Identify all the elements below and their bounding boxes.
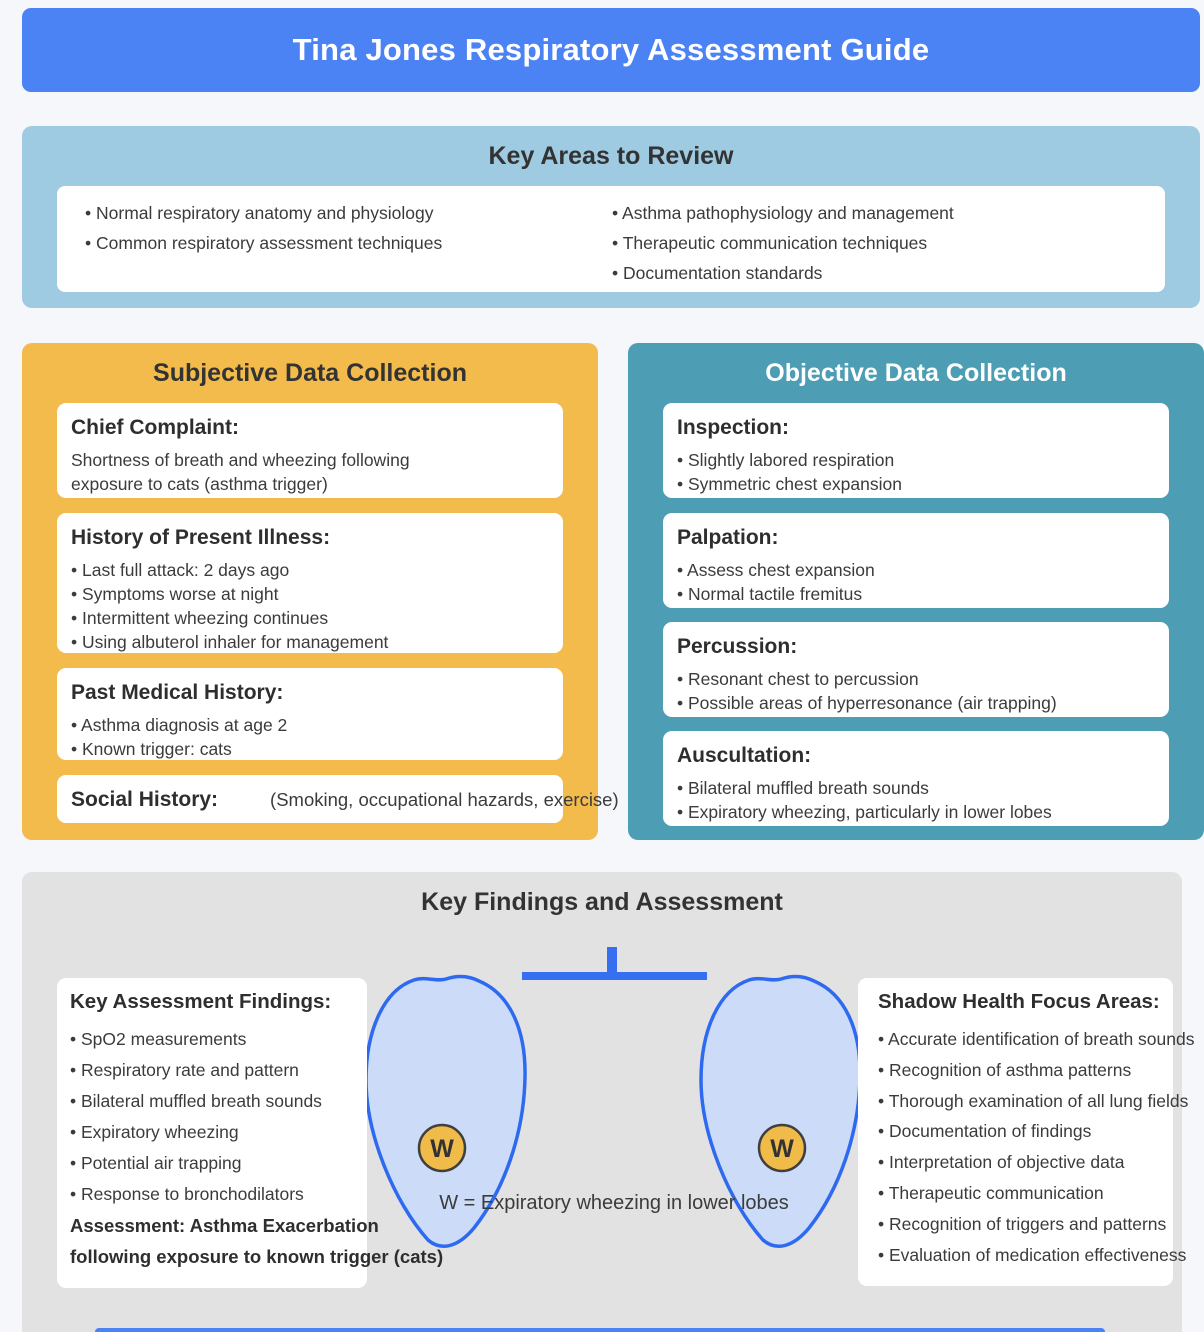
findings-title: Key Findings and Assessment bbox=[421, 888, 783, 916]
card-heading: Chief Complaint: bbox=[71, 416, 239, 439]
card-inspection: Inspection: Slightly labored respiration… bbox=[663, 403, 1169, 498]
card-heading: Inspection: bbox=[677, 416, 790, 439]
social-history-note: (Smoking, occupational hazards, exercise… bbox=[270, 789, 619, 810]
bullet-item: Possible areas of hyperresonance (air tr… bbox=[677, 691, 1155, 715]
card-bullet-list: Slightly labored respiration Symmetric c… bbox=[677, 448, 1155, 496]
card-past-medical-history: Past Medical History: Asthma diagnosis a… bbox=[57, 668, 563, 760]
bullet-item: Intermittent wheezing continues bbox=[71, 606, 549, 630]
bullet-item: Slightly labored respiration bbox=[677, 448, 1155, 472]
card-bullet-list: Asthma diagnosis at age 2 Known trigger:… bbox=[71, 713, 549, 761]
key-areas-panel: Key Areas to Review Normal respiratory a… bbox=[22, 126, 1200, 308]
card-percussion: Percussion: Resonant chest to percussion… bbox=[663, 622, 1169, 717]
trachea-icon bbox=[522, 947, 707, 980]
card-bullet-list: SpO2 measurements Respiratory rate and p… bbox=[70, 1024, 367, 1210]
bullet-item: Accurate identification of breath sounds bbox=[878, 1024, 1194, 1055]
bullet-item: Bilateral muffled breath sounds bbox=[70, 1086, 367, 1117]
bullet-item: Therapeutic communication techniques bbox=[612, 228, 1165, 258]
bullet-item: Last full attack: 2 days ago bbox=[71, 558, 549, 582]
bullet-item: Symmetric chest expansion bbox=[677, 472, 1155, 496]
findings-right-card: Shadow Health Focus Areas: Accurate iden… bbox=[858, 978, 1194, 1286]
bullet-item: Assess chest expansion bbox=[677, 558, 1155, 582]
card-heading: Percussion: bbox=[677, 635, 798, 658]
card-auscultation: Auscultation: Bilateral muffled breath s… bbox=[663, 731, 1169, 826]
bullet-item: Normal respiratory anatomy and physiolog… bbox=[85, 198, 612, 228]
bullet-item: Documentation standards bbox=[612, 258, 1165, 288]
card-heading: Shadow Health Focus Areas: bbox=[878, 990, 1160, 1013]
card-history-present-illness: History of Present Illness: Last full at… bbox=[57, 513, 563, 653]
key-areas-column-2: Asthma pathophysiology and management Th… bbox=[612, 198, 1165, 292]
objective-title: Objective Data Collection bbox=[765, 359, 1067, 387]
assessment-text-line-2: following exposure to known trigger (cat… bbox=[70, 1246, 444, 1267]
bullet-item: Recognition of triggers and patterns bbox=[878, 1209, 1173, 1240]
findings-panel: Key Findings and Assessment W W Key Asse… bbox=[22, 872, 1194, 1332]
card-chief-complaint: Chief Complaint: Shortness of breath and… bbox=[57, 403, 563, 498]
wheeze-marker-label: W bbox=[430, 1135, 454, 1163]
bullet-item: Response to bronchodilators bbox=[70, 1179, 367, 1210]
bullet-item: Resonant chest to percussion bbox=[677, 667, 1155, 691]
bullet-item: Symptoms worse at night bbox=[71, 582, 549, 606]
bullet-item: Potential air trapping bbox=[70, 1148, 367, 1179]
bullet-item: Expiratory wheezing, particularly in low… bbox=[677, 800, 1155, 824]
assessment-text-line-1: Assessment: Asthma Exacerbation bbox=[70, 1215, 379, 1236]
card-heading: Past Medical History: bbox=[71, 681, 284, 704]
card-bullet-list: Resonant chest to percussion Possible ar… bbox=[677, 667, 1155, 715]
card-heading: Auscultation: bbox=[677, 744, 812, 767]
bullet-item: Evaluation of medication effectiveness bbox=[878, 1240, 1186, 1271]
page-title: Tina Jones Respiratory Assessment Guide bbox=[292, 32, 930, 67]
wheeze-marker-right-icon: W bbox=[757, 1123, 807, 1173]
card-bullet-list: Bilateral muffled breath sounds Expirato… bbox=[677, 776, 1155, 824]
card-heading: Key Assessment Findings: bbox=[70, 990, 332, 1013]
bullet-item: Asthma diagnosis at age 2 bbox=[71, 713, 549, 737]
bullet-item: Expiratory wheezing bbox=[70, 1117, 367, 1148]
card-bullet-list: Last full attack: 2 days ago Symptoms wo… bbox=[71, 558, 549, 654]
bullet-item: Documentation of findings bbox=[878, 1116, 1173, 1147]
card-bullet-list: Assess chest expansion Normal tactile fr… bbox=[677, 558, 1155, 606]
key-areas-card: Normal respiratory anatomy and physiolog… bbox=[57, 186, 1165, 292]
bullet-item: Respiratory rate and pattern bbox=[70, 1055, 367, 1086]
bullet-item: Therapeutic communication bbox=[878, 1178, 1173, 1209]
card-bullet-list: Accurate identification of breath sounds… bbox=[878, 1024, 1194, 1271]
key-areas-title: Key Areas to Review bbox=[488, 142, 734, 170]
bullet-item: Using albuterol inhaler for management bbox=[71, 630, 549, 654]
card-social-history: Social History: (Smoking, occupational ha… bbox=[57, 775, 619, 823]
card-body: Shortness of breath and wheezing followi… bbox=[71, 450, 410, 494]
bullet-item: Interpretation of objective data bbox=[878, 1147, 1173, 1178]
bullet-item: Recognition of asthma patterns bbox=[878, 1055, 1173, 1086]
title-banner: Tina Jones Respiratory Assessment Guide bbox=[22, 8, 1200, 92]
lung-caption: W = Expiratory wheezing in lower lobes bbox=[439, 1192, 789, 1214]
bullet-item: Bilateral muffled breath sounds bbox=[677, 776, 1155, 800]
card-heading: History of Present Illness: bbox=[71, 526, 331, 549]
bullet-item: Asthma pathophysiology and management bbox=[612, 198, 1165, 228]
card-heading: Social History: bbox=[71, 788, 219, 811]
subjective-panel: Subjective Data Collection Chief Complai… bbox=[22, 343, 619, 840]
key-areas-column-1: Normal respiratory anatomy and physiolog… bbox=[85, 198, 612, 292]
card-palpation: Palpation: Assess chest expansion Normal… bbox=[663, 513, 1169, 608]
bullet-item: Normal tactile fremitus bbox=[677, 582, 1155, 606]
findings-left-card: Key Assessment Findings: SpO2 measuremen… bbox=[57, 978, 444, 1288]
bullet-item: Known trigger: cats bbox=[71, 737, 549, 761]
bottom-banner-strip bbox=[95, 1328, 1105, 1332]
wheeze-marker-label: W bbox=[770, 1135, 794, 1163]
bullet-item: Thorough examination of all lung fields bbox=[878, 1086, 1189, 1117]
wheeze-marker-left-icon: W bbox=[417, 1123, 467, 1173]
bullet-item: SpO2 measurements bbox=[70, 1024, 367, 1055]
subjective-title: Subjective Data Collection bbox=[153, 359, 467, 387]
card-heading: Palpation: bbox=[677, 526, 779, 549]
bullet-item: Common respiratory assessment techniques bbox=[85, 228, 612, 258]
objective-panel: Objective Data Collection Inspection: Sl… bbox=[628, 343, 1204, 840]
